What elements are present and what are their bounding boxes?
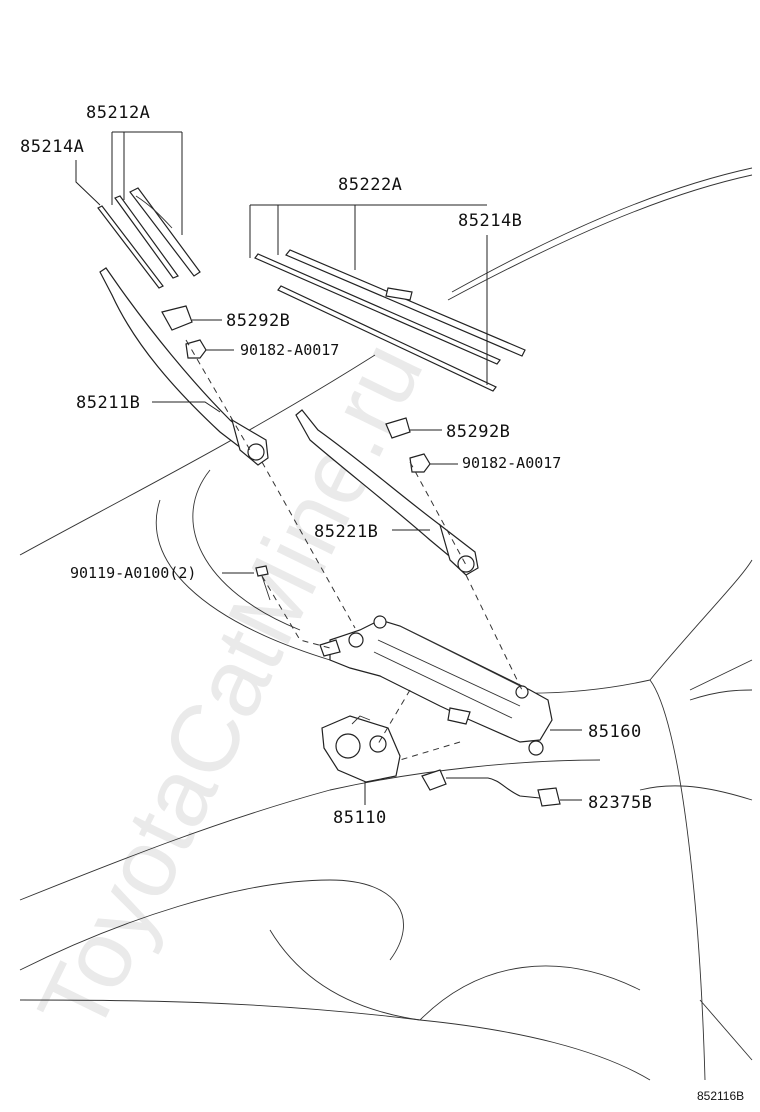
left-wiper-blade (114, 187, 201, 279)
label-90119: 90119-A0100(2) (70, 564, 196, 582)
label-85292B-upper: 85292B (226, 311, 290, 331)
right-arm-nut (409, 453, 431, 473)
label-85214B: 85214B (458, 211, 522, 231)
label-85211B: 85211B (76, 393, 140, 413)
wiper-link-assembly (319, 615, 553, 756)
label-85222A: 85222A (338, 175, 402, 195)
wiper-motor (321, 715, 401, 783)
left-arm-cap (161, 305, 193, 331)
label-85221B: 85221B (314, 522, 378, 542)
wiper-wire-harness (421, 769, 561, 807)
right-arm-cap (385, 417, 411, 439)
left-wiper-rubber-refill (97, 205, 164, 289)
left-wiper-arm (99, 267, 269, 466)
label-90182-upper: 90182-A0017 (240, 341, 339, 359)
label-85292B-lower: 85292B (446, 422, 510, 442)
label-85110: 85110 (333, 808, 387, 828)
label-90182-lower: 90182-A0017 (462, 454, 561, 472)
right-wiper-arm (295, 409, 479, 576)
label-82375B: 82375B (588, 793, 652, 813)
vehicle-body-outline (19, 167, 753, 1081)
label-85160: 85160 (588, 722, 642, 742)
label-85214A: 85214A (20, 137, 84, 157)
left-arm-nut (185, 339, 207, 359)
label-85212A: 85212A (86, 103, 150, 123)
mounting-bolt (255, 565, 271, 601)
right-wiper-rubber-refill (277, 285, 497, 392)
figure-code: 852116B (697, 1089, 744, 1103)
right-wiper-blade (254, 249, 526, 365)
assembly-guide-lines (185, 339, 523, 761)
